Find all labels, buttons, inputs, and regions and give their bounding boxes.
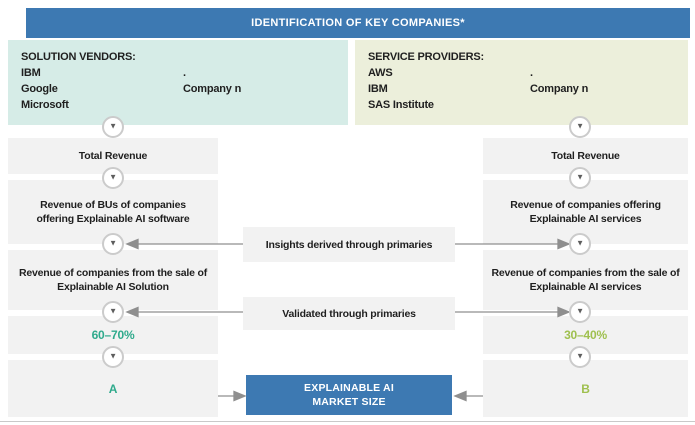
- vendor-company-n: Company n: [183, 83, 242, 95]
- provider-ellipsis: .: [530, 67, 533, 79]
- service-providers-title: SERVICE PROVIDERS:: [368, 51, 485, 63]
- down-arrow-icon: ▼: [569, 301, 591, 323]
- arrowhead-left-icon: [453, 390, 467, 402]
- panel-row: IBM .: [21, 65, 348, 81]
- validated-primaries-box: Validated through primaries: [243, 297, 455, 330]
- down-arrow-icon: ▼: [569, 233, 591, 255]
- vendor-ellipsis: .: [183, 67, 186, 79]
- down-arrow-icon: ▼: [102, 233, 124, 255]
- market-size-line1: EXPLAINABLE AI: [304, 382, 394, 394]
- vendor-name: Microsoft: [21, 99, 69, 111]
- left-percentage-box: 60–70%: [8, 316, 218, 354]
- panel-row: IBM Company n: [368, 81, 688, 97]
- panel-row: AWS .: [368, 65, 688, 81]
- panel-row: SAS Institute: [368, 97, 688, 113]
- arrowhead-right-icon: [233, 390, 247, 402]
- provider-name: AWS: [368, 67, 393, 79]
- down-arrow-icon: ▼: [569, 116, 591, 138]
- left-result-a-box: A: [8, 360, 218, 417]
- provider-name: IBM: [368, 83, 388, 95]
- left-sale-revenue-box: Revenue of companies from the sale of Ex…: [8, 250, 218, 310]
- banner-title: IDENTIFICATION OF KEY COMPANIES*: [26, 8, 690, 38]
- right-result-b-box: B: [483, 360, 688, 417]
- down-arrow-icon: ▼: [102, 301, 124, 323]
- right-sale-revenue-box: Revenue of companies from the sale of Ex…: [483, 250, 688, 310]
- right-services-revenue-box: Revenue of companies offering Explainabl…: [483, 180, 688, 244]
- vendor-name: Google: [21, 83, 58, 95]
- down-arrow-icon: ▼: [102, 116, 124, 138]
- market-size-line2: MARKET SIZE: [312, 396, 386, 408]
- down-arrow-icon: ▼: [569, 167, 591, 189]
- down-arrow-icon: ▼: [569, 346, 591, 368]
- solution-vendors-panel: SOLUTION VENDORS: IBM . Google Company n…: [8, 40, 348, 125]
- market-size-box: EXPLAINABLE AI MARKET SIZE: [246, 375, 452, 415]
- down-arrow-icon: ▼: [102, 346, 124, 368]
- bottom-divider: [0, 421, 695, 422]
- panel-row: Google Company n: [21, 81, 348, 97]
- provider-company-n: Company n: [530, 83, 589, 95]
- vendor-name: IBM: [21, 67, 41, 79]
- panel-row: Microsoft: [21, 97, 348, 113]
- insights-primaries-box: Insights derived through primaries: [243, 227, 455, 262]
- service-providers-panel: SERVICE PROVIDERS: AWS . IBM Company n S…: [355, 40, 688, 125]
- provider-name: SAS Institute: [368, 99, 434, 111]
- solution-vendors-title: SOLUTION VENDORS:: [21, 51, 136, 63]
- down-arrow-icon: ▼: [102, 167, 124, 189]
